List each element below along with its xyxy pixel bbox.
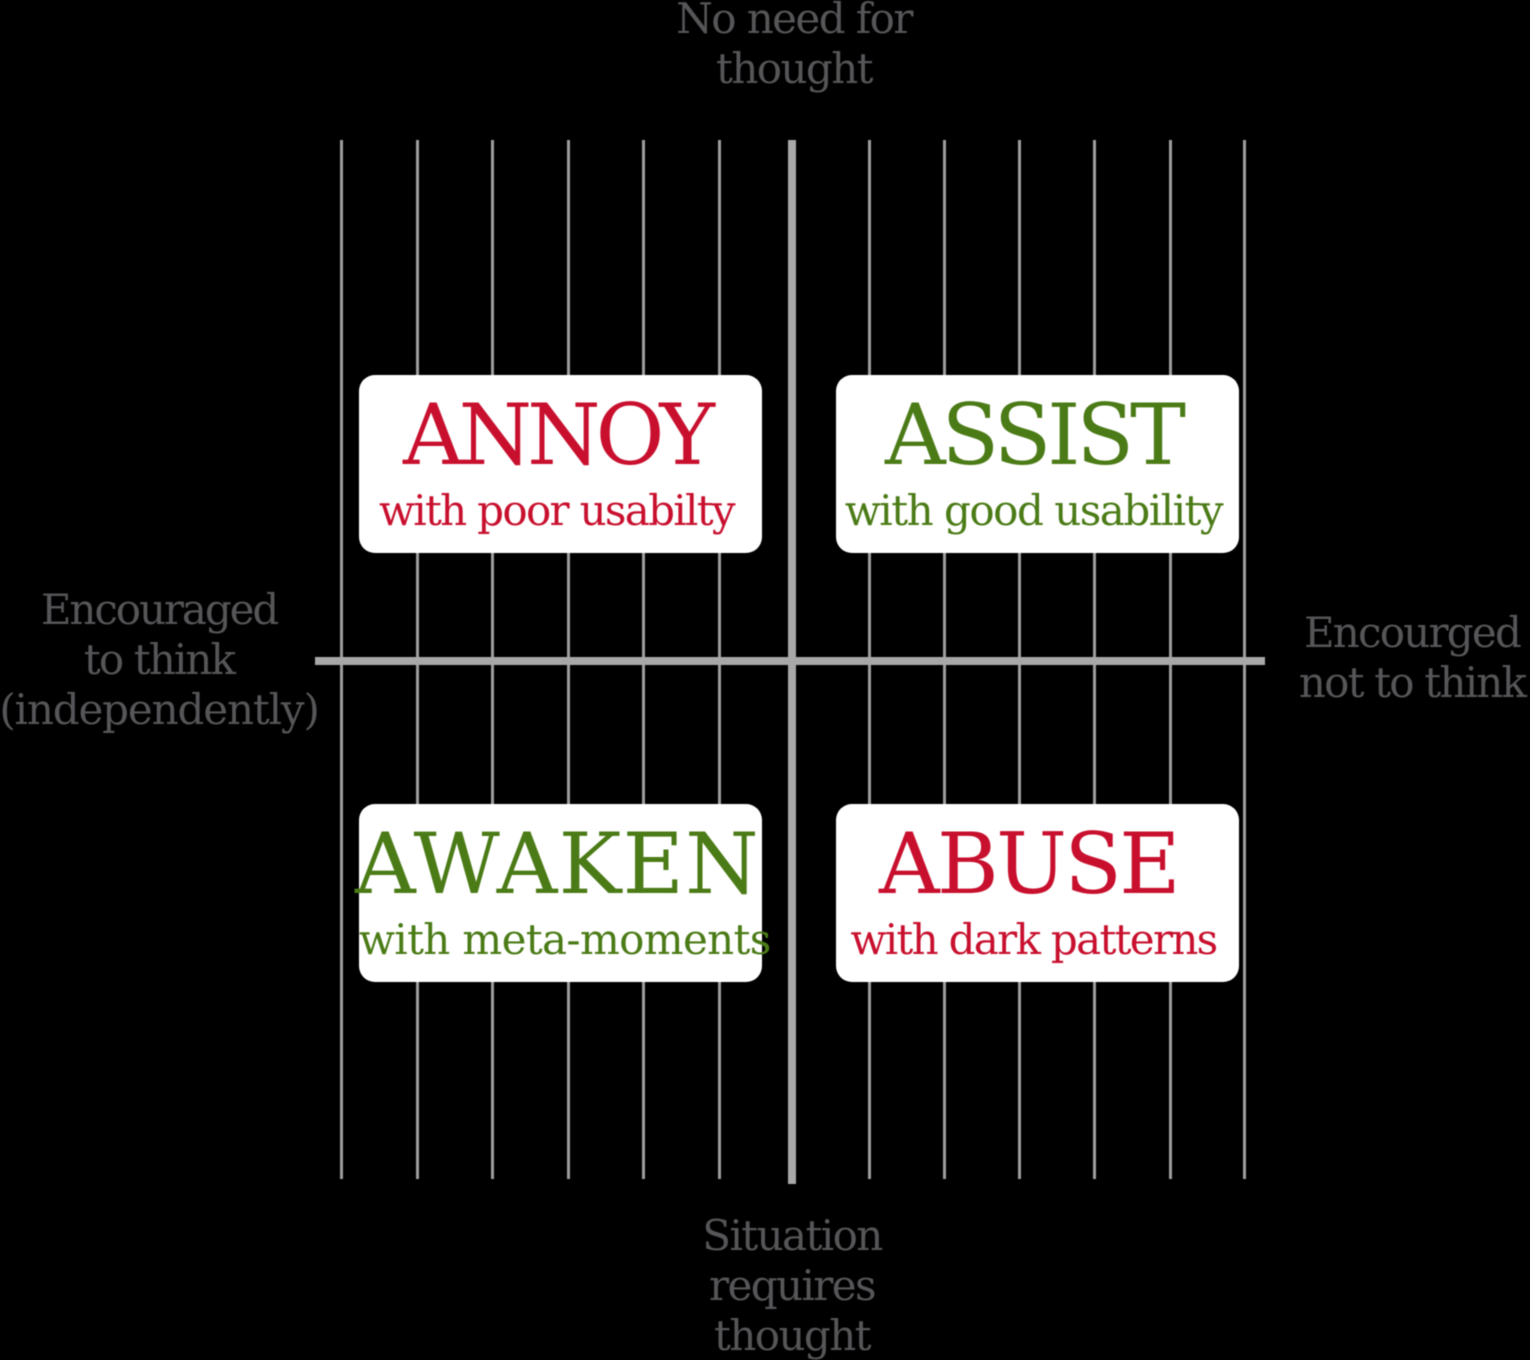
quadrant-subtitle-annoy: with poor usabilty [379, 486, 736, 535]
quadrant-title-abuse: ABUSE [878, 815, 1181, 913]
quadrant-subtitle-assist: with good usability [844, 486, 1224, 535]
quadrant-box-abuse: ABUSE with dark patterns [836, 804, 1239, 982]
axis-label-left-line2: to think [83, 635, 236, 684]
quadrant-box-assist: ASSIST with good usability [836, 375, 1239, 553]
quadrant-subtitle-abuse: with dark patterns [850, 915, 1218, 964]
horizontal-axis-line [315, 657, 1265, 665]
axis-label-right-line2: not to think [1298, 658, 1527, 707]
axis-label-bottom-line1: Situation [702, 1211, 883, 1260]
quadrant-box-annoy: ANNOY with poor usabilty [359, 375, 762, 553]
axis-label-left-line1: Encouraged [40, 585, 279, 634]
axis-label-bottom-line3: thought [714, 1311, 871, 1360]
quadrant-box-awaken: AWAKEN with meta-moments [355, 804, 771, 982]
quadrant-subtitle-awaken: with meta-moments [359, 915, 771, 964]
axis-label-right-line1: Encourged [1303, 608, 1522, 657]
axis-label-top-line2: thought [716, 44, 873, 93]
axis-label-left: Encouraged to think (independently) [0, 585, 329, 735]
axis-label-top-line1: No need for [676, 0, 913, 43]
quadrant-title-annoy: ANNOY [403, 386, 715, 484]
quadrant-title-awaken: AWAKEN [355, 815, 760, 913]
axis-label-bottom: Situation requires thought [622, 1211, 962, 1360]
axis-label-right: Encourged not to think [1242, 608, 1530, 708]
axis-label-bottom-line2: requires [709, 1261, 877, 1310]
quadrant-title-assist: ASSIST [884, 386, 1186, 484]
axis-label-top: No need for thought [624, 0, 964, 94]
axis-label-left-line3: (independently) [0, 685, 320, 734]
